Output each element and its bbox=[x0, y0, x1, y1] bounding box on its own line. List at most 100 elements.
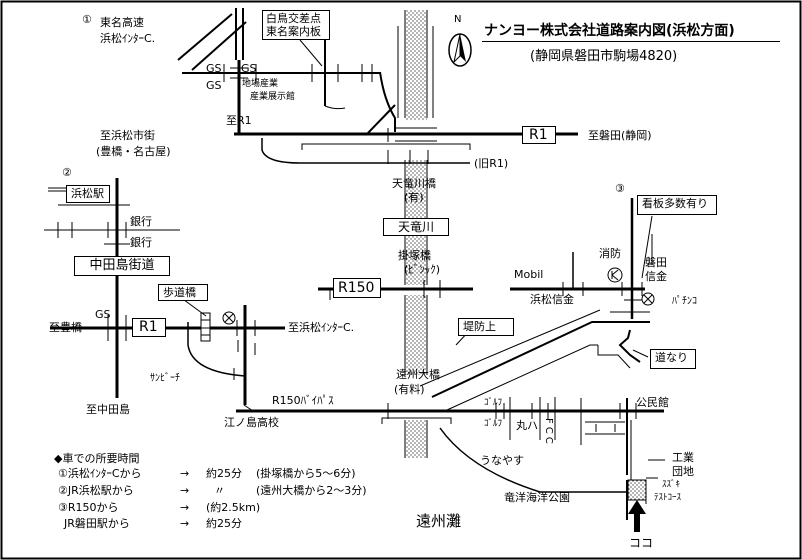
travel-heading: ◆車での所要時間 bbox=[54, 452, 140, 465]
hamamatsu-ic-label: 浜松ｲﾝﾀｰC. bbox=[100, 32, 156, 45]
travel-row-2-from: ②JR浜松駅から bbox=[58, 484, 134, 497]
signboards-callout: 看板多数有り bbox=[637, 195, 717, 215]
golf-label-1: ｺﾞﾙﾌ bbox=[484, 398, 503, 408]
pachinko-label: ﾊﾟﾁﾝｺ bbox=[672, 296, 697, 307]
r150-sign: R150 bbox=[333, 278, 381, 298]
route-150-bypass bbox=[236, 404, 664, 413]
levee-road bbox=[419, 309, 650, 411]
hakucho-callout: 白鳥交差点 東名案内板 bbox=[262, 10, 330, 40]
marker-1: ① bbox=[82, 13, 92, 26]
r150-bypass-label: R150ﾊﾞｲﾊﾟｽ bbox=[272, 394, 334, 407]
gs-label-4: GS bbox=[95, 308, 111, 321]
map-title: ナンヨー株式会社道路案内図(浜松方面) bbox=[484, 23, 735, 39]
map-subtitle: (静岡県磐田市駒場4820) bbox=[530, 49, 678, 64]
callout-leaders bbox=[89, 39, 653, 358]
travel-row-1-time: 約25分 bbox=[206, 467, 242, 480]
r1-lower-sign: R1 bbox=[132, 318, 166, 337]
to-iwata-label: 至磐田(静岡) bbox=[588, 129, 652, 142]
tenryugawa-sign: 天竜川 bbox=[383, 218, 449, 236]
bank-label-1: 銀行 bbox=[130, 215, 152, 228]
police-icon-2 bbox=[641, 292, 655, 306]
michinari-callout: 道なり bbox=[650, 349, 696, 369]
bridge-marks bbox=[395, 127, 437, 142]
enshunada-label: 遠州灘 bbox=[416, 512, 462, 530]
iwata-shinkin-label-2: 信金 bbox=[645, 270, 667, 283]
pedestrian-bridge-steps bbox=[201, 319, 210, 336]
kakezuka-note: (ﾋﾞﾝｯｸ) bbox=[404, 263, 441, 276]
tenryu-river bbox=[381, 10, 452, 458]
travel-row-2-note: (遠州大橋から2～3分) bbox=[256, 484, 367, 497]
industrial-label-1: 工業 bbox=[672, 451, 694, 464]
jibasangyo-label-2: 産業展示館 bbox=[250, 92, 296, 102]
hamamatsu-station-sign: 浜松駅 bbox=[66, 185, 110, 203]
fcc-label: FCC bbox=[543, 418, 554, 447]
travel-row-3-arrow: → bbox=[180, 501, 190, 514]
travel-row-3-from: ③R150から bbox=[58, 501, 119, 514]
route-1-upper bbox=[234, 132, 578, 164]
travel-row-1-note: (掛塚橋から5～6分) bbox=[256, 467, 356, 480]
hakucho-line2: 東名案内板 bbox=[266, 25, 321, 38]
north-label: N bbox=[454, 14, 462, 25]
industrial-label-2: 団地 bbox=[672, 465, 694, 478]
hamamatsu-shinkin-label: 浜松信金 bbox=[530, 293, 574, 306]
enshu-bridge-label: 遠州大橋 bbox=[396, 368, 440, 381]
unayasu-label: うなやす bbox=[480, 454, 524, 467]
fire-station-icon bbox=[607, 267, 623, 283]
intersection-ticks bbox=[57, 64, 643, 419]
to-toyohashi-label: 至豊橋 bbox=[49, 321, 82, 334]
travel-row-4-from: JR磐田駅から bbox=[64, 517, 130, 530]
fire-station-label: 消防 bbox=[599, 247, 621, 260]
jibasangyo-label-1: 地場産業 bbox=[242, 79, 279, 89]
tenryu-bridge-note: (有) bbox=[404, 191, 424, 204]
gs-label-1: GS bbox=[206, 62, 222, 75]
mobil-label: Mobil bbox=[514, 268, 544, 281]
hakucho-line1: 白鳥交差点 bbox=[266, 12, 321, 25]
r1-sign: R1 bbox=[522, 126, 556, 144]
bank-label-2: 銀行 bbox=[130, 236, 152, 249]
pedestrian-bridge-icon bbox=[200, 312, 211, 342]
south-roads bbox=[439, 397, 665, 520]
golf-label-2: ｺﾞﾙﾌ bbox=[484, 419, 503, 429]
enshu-bridge-note: (有料) bbox=[394, 383, 425, 396]
travel-row-2-arrow: → bbox=[180, 484, 190, 497]
to-nakatajima-label: 至中田島 bbox=[86, 403, 130, 416]
kominkan-label: 公民館 bbox=[636, 396, 669, 409]
marker-2: ② bbox=[62, 166, 72, 179]
tenryu-bridge-label: 天竜川橋 bbox=[392, 177, 436, 190]
gs-label-3: GS bbox=[206, 79, 222, 92]
sunbeach-label: ｻﾝﾋﾞｰﾁ bbox=[150, 373, 180, 384]
route-1-lower bbox=[50, 305, 285, 405]
travel-row-3-time: (約2.5km) bbox=[206, 501, 261, 514]
nakatajima-sign: 中田島街道 bbox=[74, 256, 170, 276]
ryuyou-park-label: 竜洋海洋公園 bbox=[504, 491, 570, 504]
gs-label-2: GS bbox=[241, 62, 257, 75]
travel-row-1-arrow: → bbox=[180, 467, 190, 480]
kakezuka-bridge-label: 掛塚橋 bbox=[398, 249, 431, 262]
travel-row-1-from: ①浜松ｲﾝﾀｰCから bbox=[58, 467, 142, 480]
marker-3: ③ bbox=[615, 182, 625, 195]
tomei-label: 東名高速 bbox=[100, 16, 144, 29]
maruha-label: 丸ハ bbox=[516, 419, 538, 432]
police-icon bbox=[222, 311, 236, 325]
old-r1-label: (旧R1) bbox=[474, 157, 509, 170]
koko-label: ココ bbox=[629, 536, 654, 550]
teibou-callout: 堤防上 bbox=[458, 318, 514, 336]
north-arrow-icon bbox=[448, 33, 472, 67]
suzuki-label-1: ｽｽﾞｷ bbox=[662, 480, 681, 490]
r1-small-label: 至R1 bbox=[226, 114, 252, 127]
travel-row-2-time: 〃 bbox=[214, 484, 225, 497]
enoshima-hs-label: 江ノ島高校 bbox=[224, 416, 279, 429]
suzuki-label-2: ﾃｽﾄｺｰｽ bbox=[654, 493, 682, 503]
travel-row-4-arrow: → bbox=[180, 517, 190, 530]
travel-row-4-time: 約25分 bbox=[206, 517, 242, 530]
iwata-shinkin-label-1: 磐田 bbox=[645, 256, 667, 269]
hodoukyou-callout: 歩道橋 bbox=[158, 284, 208, 301]
toyohashi-nagoya-label: (豊橋・名古屋) bbox=[96, 145, 171, 158]
hamamatsu-roads bbox=[44, 178, 180, 398]
destination-arrow-icon bbox=[628, 500, 646, 532]
to-hamamatsu-city-label: 至浜松市街 bbox=[100, 129, 155, 142]
title-underline bbox=[482, 41, 780, 42]
